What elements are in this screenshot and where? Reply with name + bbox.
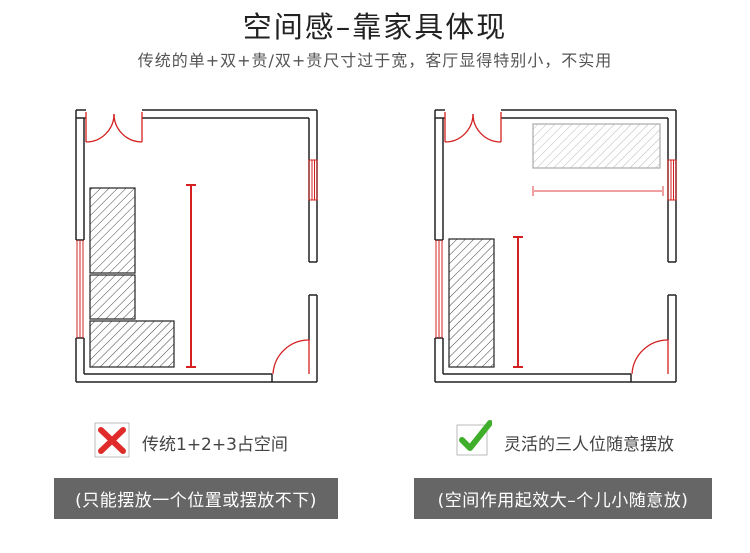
- right-dimension-line: [513, 236, 523, 368]
- two-seat-sofa: [89, 320, 175, 368]
- right-right-window: [667, 159, 677, 201]
- three-seat-sofa: [89, 187, 136, 274]
- left-dimension-line: [186, 184, 196, 368]
- left-sofa-set: [89, 187, 175, 368]
- right-note-bar: (空间作用起效大–个儿小随意放): [414, 478, 712, 519]
- cross-icon: [94, 422, 130, 458]
- right-entry-door: [631, 339, 669, 375]
- left-double-door: [85, 112, 143, 143]
- single-seat-sofa: [89, 274, 136, 320]
- right-double-door: [444, 112, 502, 143]
- right-side-window: [435, 240, 443, 338]
- left-walls: [75, 109, 318, 383]
- three-seat-sofa: [448, 238, 495, 368]
- left-side-window: [76, 240, 84, 338]
- left-floor-plan: [75, 109, 318, 383]
- check-icon: [456, 420, 492, 456]
- page-subtitle: 传统的单+双+贵/双+贵尺寸过于宽，客厅显得特别小，不实用: [137, 51, 613, 70]
- alternate-sofa-position: [532, 123, 661, 169]
- right-floor-plan: [434, 109, 677, 383]
- right-walls: [434, 109, 677, 383]
- left-caption: 传统1+2+3占空间: [142, 435, 288, 455]
- left-note-bar: (只能摆放一个位置或摆放不下): [54, 478, 338, 519]
- right-caption: 灵活的三人位随意摆放: [504, 435, 674, 455]
- left-entry-door: [272, 339, 310, 375]
- left-right-window: [308, 159, 318, 201]
- page-title: 空间感–靠家具体现: [242, 10, 508, 44]
- alternate-dimension-line: [532, 186, 664, 196]
